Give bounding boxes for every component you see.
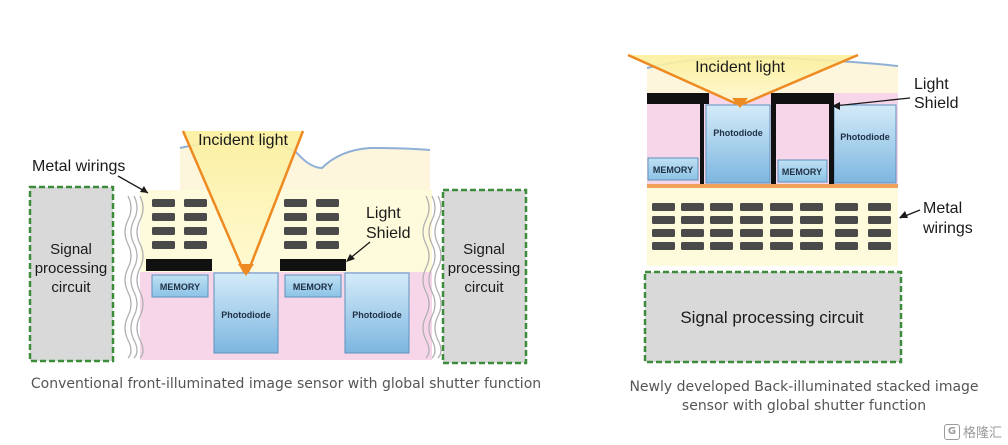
watermark-logo-icon: G	[943, 423, 960, 440]
left-signal-circuit-right-line3: circuit	[464, 279, 504, 296]
right-light-shield-label-line1: Light	[914, 76, 949, 93]
right-metal-wirings-label-line2: wirings	[922, 220, 973, 237]
left-memory-block-1	[151, 274, 209, 298]
front-illuminated-sensor: MEMORY MEMORY Photodiode Photodiode Inci…	[28, 130, 528, 365]
left-caption: Conventional front-illuminated image sen…	[30, 376, 542, 392]
left-signal-circuit-left-line2: processing	[35, 260, 108, 277]
left-light-arrowhead	[238, 264, 254, 276]
left-incident-light-rays	[181, 130, 305, 273]
right-light-shield-1	[647, 93, 709, 184]
right-metal-wires	[652, 203, 891, 250]
left-signal-circuit-left	[28, 185, 115, 363]
left-light-shield-1	[146, 259, 212, 271]
left-metal-wirings-arrowhead	[140, 186, 148, 193]
left-memory-label-1: MEMORY	[160, 282, 200, 292]
right-caption: Newly developed Back-illuminated stacked…	[600, 378, 1008, 416]
left-photodiode-label-1: Photodiode	[221, 310, 271, 320]
left-signal-circuit-right-line1: Signal	[463, 241, 505, 258]
left-light-shield-label-line2: Shield	[366, 225, 410, 242]
right-incident-light-rays	[627, 53, 859, 106]
left-memory-label-2: MEMORY	[293, 282, 333, 292]
right-photodiode-label-2: Photodiode	[840, 132, 890, 142]
left-photodiode-1	[213, 272, 279, 354]
right-photodiode-label-1: Photodiode	[713, 128, 763, 138]
right-interface-line	[647, 184, 898, 188]
right-signal-circuit-label: Signal processing circuit	[680, 308, 864, 327]
right-memory-label-2: MEMORY	[782, 167, 822, 177]
left-wavy-cut-left	[124, 195, 144, 359]
left-photodiode-label-2: Photodiode	[352, 310, 402, 320]
right-signal-circuit	[643, 270, 903, 364]
right-incident-light-beam	[628, 55, 858, 106]
left-incident-light-label: Incident light	[198, 132, 288, 149]
right-caption-line2: sensor with global shutter function	[681, 398, 927, 414]
right-light-shield-2	[771, 93, 834, 184]
right-wiring-layer	[647, 188, 898, 266]
left-wavy-cut-right	[422, 195, 442, 359]
right-photodiode-1	[705, 104, 771, 184]
left-light-shield-label-line1: Light	[366, 205, 401, 222]
right-light-shield-label-line2: Shield	[914, 95, 958, 112]
back-illuminated-sensor: Photodiode Photodiode MEMORY MEMORY Inci…	[627, 53, 973, 364]
right-incident-light-label: Incident light	[695, 59, 785, 76]
right-light-shield-arrowhead	[832, 102, 840, 110]
right-memory-block-2	[777, 159, 828, 183]
left-light-shield-2	[280, 259, 346, 271]
left-signal-circuit-left-line3: circuit	[51, 279, 91, 296]
right-caption-line1: Newly developed Back-illuminated stacked…	[629, 379, 979, 395]
left-signal-circuit-right-line2: processing	[448, 260, 521, 277]
right-light-shield-pointer	[833, 97, 911, 107]
watermark-text: 格隆汇	[962, 426, 1002, 441]
left-metal-wirings-label: Metal wirings	[32, 158, 125, 175]
watermark: G 格隆汇	[943, 422, 1002, 441]
right-metal-wirings-arrowhead	[899, 211, 908, 218]
left-metal-wires	[152, 199, 339, 249]
left-light-shield-arrowhead	[346, 254, 355, 262]
left-incident-light-beam	[183, 131, 303, 274]
left-signal-circuit-right	[441, 188, 528, 365]
right-memory-label-1: MEMORY	[653, 165, 693, 175]
right-light-arrowhead	[732, 98, 748, 108]
left-memory-block-2	[284, 274, 342, 298]
left-photodiode-2	[344, 272, 410, 354]
right-metal-wirings-label-line1: Metal	[923, 200, 962, 217]
right-memory-block-1	[647, 157, 699, 181]
right-photodiode-2	[833, 104, 897, 184]
left-signal-circuit-left-line1: Signal	[50, 241, 92, 258]
